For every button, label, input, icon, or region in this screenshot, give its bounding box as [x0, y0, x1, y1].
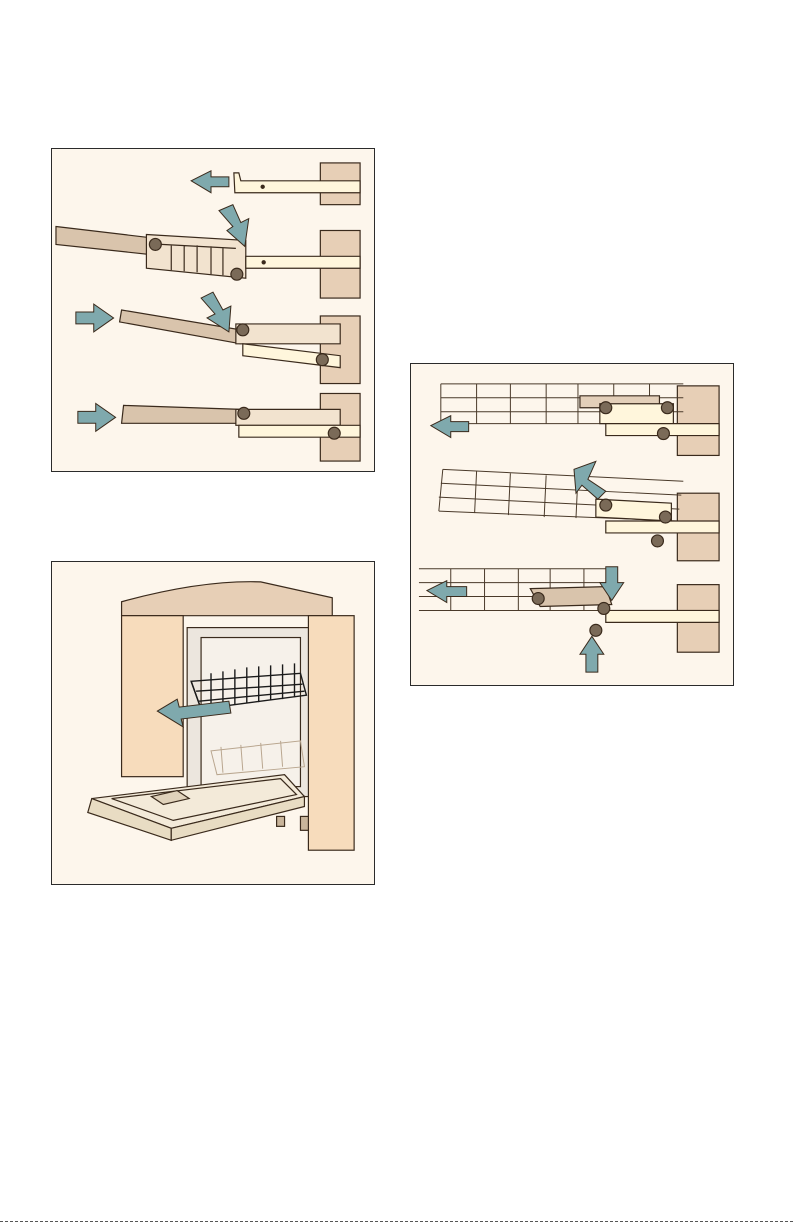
- dishwasher-illustration: [51, 561, 375, 885]
- arrow-up-icon: [580, 636, 604, 672]
- rail: [606, 610, 719, 622]
- basket-removal-drawing: [411, 364, 733, 685]
- arrow-up-left-icon: [574, 461, 606, 499]
- basket-removal-illustration: [410, 363, 734, 686]
- cut-line: [0, 1221, 793, 1222]
- arrow-left-icon: [191, 171, 229, 193]
- rail-assembly-drawing: [52, 149, 374, 471]
- bracket-plate: [236, 324, 340, 344]
- cabinet-left: [122, 616, 184, 777]
- dishwasher-drawing: [52, 562, 374, 884]
- long-bar: [122, 405, 241, 423]
- arrow-left-icon: [431, 416, 469, 438]
- wall-post: [677, 386, 719, 456]
- rail: [239, 425, 360, 437]
- cabinet-right: [308, 616, 354, 851]
- rail-assembly-illustration: [51, 148, 375, 472]
- arrow-left-icon: [427, 581, 467, 603]
- arrow-right-icon: [78, 403, 116, 431]
- roller: [149, 238, 161, 250]
- roller: [231, 268, 243, 280]
- countertop: [122, 582, 333, 616]
- bracket-plate: [236, 409, 340, 425]
- arrow-right-icon: [76, 304, 114, 332]
